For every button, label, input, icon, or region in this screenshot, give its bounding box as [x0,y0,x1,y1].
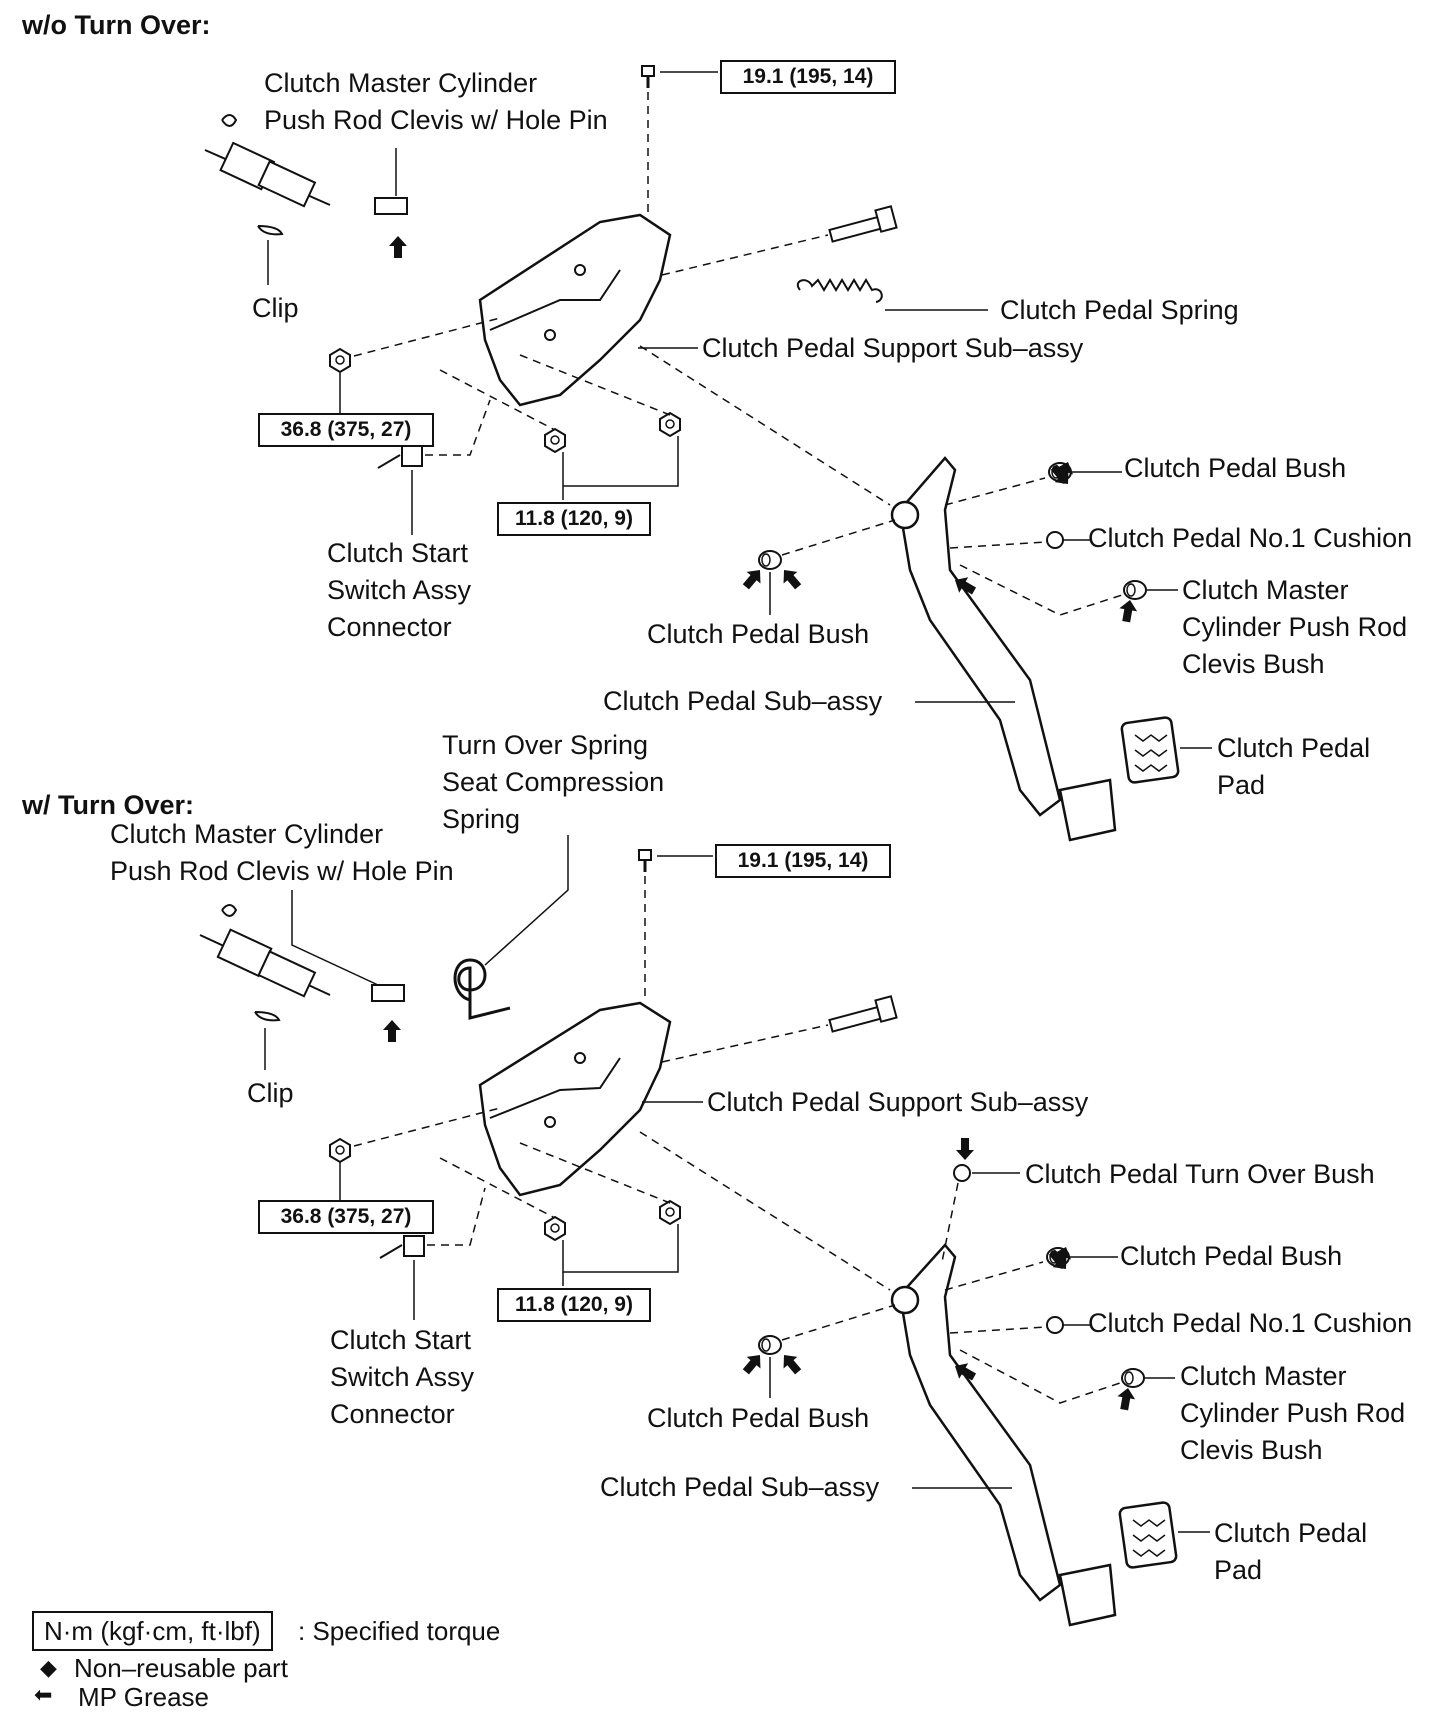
top-label-start-switch-line3: Connector [327,612,452,642]
top-label-clevis-pin-line2: Push Rod Clevis w/ Hole Pin [264,105,608,135]
mp-grease-arrow-icon: ⬅ [34,1682,53,1707]
bottom-label-support-subassy: Clutch Pedal Support Sub–assy [707,1087,1089,1117]
bottom-grease-arrow-0 [956,1138,974,1160]
top-torque-nuts: 11.8 (120, 9) [497,502,651,536]
top-label-clip: Clip [252,293,299,323]
bottom-torque-nuts: 11.8 (120, 9) [497,1288,651,1322]
top-label-pedal-spring: Clutch Pedal Spring [1000,295,1239,325]
top-grease-arrow-3 [1117,598,1139,624]
top-label-support-subassy: Clutch Pedal Support Sub–assy [702,333,1084,363]
bottom-pedal-arm [898,1243,1062,1602]
bottom-grease-arrow-6 [777,1349,806,1378]
bottom-clevis-pin-part [371,984,405,1042]
bottom-grease-arrow-5 [738,1349,767,1378]
nonreusable-diamond-icon: ◆ [40,1655,57,1680]
bottom-label-clevis-pin-line1: Clutch Master Cylinder [110,819,384,849]
bottom-assembly [199,835,1210,1627]
bottom-nut-left-icon [329,1138,351,1163]
top-label-clevis-bush-line1: Clutch Master [1182,575,1349,605]
top-nut-left-icon [329,348,351,373]
top-grease-arrow-6 [777,564,806,593]
bottom-label-start-switch-line3: Connector [330,1399,455,1429]
section-title-with-turn-over: w/ Turn Over: [22,790,195,820]
bottom-label-no1-cushion: Clutch Pedal No.1 Cushion [1088,1308,1413,1338]
bottom-turn-over-spring [453,835,569,1020]
top-nut-mid-icon [544,428,566,453]
top-pedal-pad [1120,716,1212,784]
bottom-label-clevis-bush-line2: Cylinder Push Rod [1180,1398,1406,1428]
bottom-label-pad-line1: Clutch Pedal [1214,1518,1368,1548]
section-title-without-turn-over: w/o Turn Over: [22,10,211,40]
top-cushion-icon [1046,531,1064,549]
legend-torque-desc: : Specified torque [298,1616,501,1646]
bottom-torque-bolt: 19.1 (195, 14) [715,844,891,878]
bottom-label-pedal-bush-left: Clutch Pedal Bush [647,1403,870,1433]
top-label-pedal-bush-left: Clutch Pedal Bush [647,619,870,649]
bottom-label-turn-over-bush: Clutch Pedal Turn Over Bush [1025,1159,1375,1189]
bottom-label-pedal-bush-right: Clutch Pedal Bush [1120,1241,1343,1271]
bottom-label-turn-over-line3: Spring [442,804,521,834]
bottom-clevis-bush-icon [1121,1368,1145,1388]
legend-torque-unit-box: N·m (kgf·cm, ft·lbf) [32,1611,273,1651]
bottom-label-turn-over-line1: Turn Over Spring [442,730,649,760]
top-label-pedal-bush-right: Clutch Pedal Bush [1124,453,1347,483]
bottom-pedal-pad [1118,1501,1210,1569]
top-master-cylinder [204,114,331,208]
bottom-grease-arrow-3 [1115,1386,1137,1412]
bottom-nut-mid-icon [544,1216,566,1241]
top-torque-nut-left: 36.8 (375, 27) [258,413,434,447]
bottom-bush-left-icon [758,1335,782,1355]
top-label-pad-line2: Pad [1217,770,1266,800]
top-nut-right-icon [659,412,681,437]
top-label-start-switch-line1: Clutch Start [327,538,469,568]
top-label-pad-line1: Clutch Pedal [1217,733,1371,763]
bottom-label-clevis-bush-line3: Clevis Bush [1180,1435,1323,1465]
bottom-label-turn-over-line2: Seat Compression [442,767,665,797]
bottom-bolt-icon [637,848,653,874]
top-clip-part [257,225,284,236]
bottom-label-start-switch-line1: Clutch Start [330,1325,472,1355]
top-clevis-pin-part [374,197,408,258]
bottom-torque-nut-left: 36.8 (375, 27) [258,1200,434,1234]
bottom-label-clevis-bush-line1: Clutch Master [1180,1361,1347,1391]
top-label-pedal-subassy: Clutch Pedal Sub–assy [603,686,883,716]
bottom-nut-right-icon [659,1200,681,1225]
top-torque-bolt: 19.1 (195, 14) [720,60,896,94]
bottom-switch-connector [379,1187,486,1320]
legend-nonreusable: Non–reusable part [74,1653,288,1683]
bottom-master-cylinder [199,904,331,998]
top-grease-arrow-5 [738,564,767,593]
top-clevis-bush-icon [1123,580,1147,600]
bottom-pedal-support [478,1001,672,1197]
legend-mp-grease: MP Grease [78,1682,210,1712]
top-label-clevis-bush-line2: Cylinder Push Rod [1182,612,1408,642]
top-label-no1-cushion: Clutch Pedal No.1 Cushion [1088,523,1413,553]
bottom-label-clevis-pin-line2: Push Rod Clevis w/ Hole Pin [110,856,454,886]
top-switch-connector [377,399,491,535]
bottom-clip-part [254,1011,281,1022]
bottom-cushion-icon [1046,1316,1064,1334]
top-long-bolt [661,205,898,276]
bottom-label-clip: Clip [247,1078,294,1108]
bottom-label-pedal-subassy: Clutch Pedal Sub–assy [600,1472,880,1502]
bottom-label-start-switch-line2: Switch Assy [330,1362,475,1392]
top-pedal-arm [898,456,1062,817]
top-assembly [204,64,1212,842]
bottom-turn-over-bush-icon [953,1164,971,1182]
top-bolt-icon [640,64,656,90]
top-label-clevis-bush-line3: Clevis Bush [1182,649,1325,679]
top-spring-part [796,278,883,303]
top-label-clevis-pin-line1: Clutch Master Cylinder [264,68,538,98]
top-label-start-switch-line2: Switch Assy [327,575,472,605]
bottom-label-pad-line2: Pad [1214,1555,1263,1585]
top-bush-left-icon [758,550,782,570]
bottom-long-bolt [661,995,898,1063]
